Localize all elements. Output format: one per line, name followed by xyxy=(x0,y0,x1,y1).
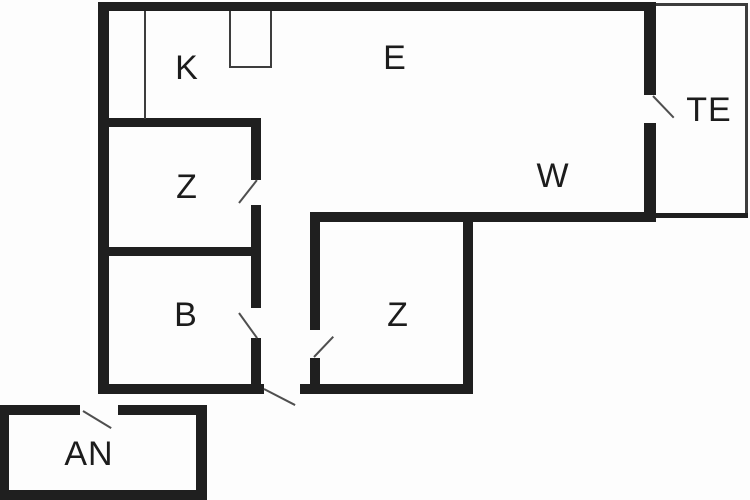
room-label-k: K xyxy=(175,49,199,87)
door-swing-terrace xyxy=(652,95,675,119)
wall-z-b-divider xyxy=(98,247,261,256)
k-partition-line xyxy=(144,11,146,119)
door-swing-an xyxy=(82,410,112,429)
door-swing-entrance xyxy=(263,388,296,406)
wall-z-lower-left-lower xyxy=(310,358,320,394)
room-label-w: W xyxy=(536,157,570,195)
room-label-b: B xyxy=(174,296,198,334)
wall-b-bottom xyxy=(98,384,264,394)
wall-k-z-divider xyxy=(98,118,261,127)
chimney-fixture xyxy=(229,11,272,68)
wall-z-lower-right xyxy=(463,212,473,394)
wall-an-bottom xyxy=(0,490,207,500)
room-label-e: E xyxy=(383,39,407,77)
terrace-outline-top xyxy=(656,3,748,6)
door-swing-z-upper xyxy=(238,179,258,204)
wall-z-lower-bottom xyxy=(300,384,472,394)
wall-z-lower-left-upper xyxy=(310,212,320,330)
room-label-z-lower: Z xyxy=(387,296,409,334)
wall-an-right xyxy=(196,405,207,500)
terrace-outline-right xyxy=(745,3,748,218)
wall-an-left xyxy=(0,405,9,500)
room-label-te: TE xyxy=(686,91,732,129)
door-swing-b xyxy=(238,312,258,339)
wall-main-right-lower xyxy=(644,123,656,222)
wall-corridor-lower xyxy=(251,338,261,394)
wall-corridor-upper xyxy=(251,118,261,180)
wall-corridor-middle xyxy=(251,205,261,308)
wall-an-top-right xyxy=(118,405,207,415)
room-label-z-upper: Z xyxy=(176,168,198,206)
wall-main-left xyxy=(98,2,109,394)
terrace-outline-bottom xyxy=(656,213,748,218)
wall-main-top xyxy=(98,2,656,11)
wall-w-bottom xyxy=(310,212,656,222)
wall-main-right-upper xyxy=(644,2,656,95)
wall-an-top-left xyxy=(0,405,80,415)
door-swing-z-lower xyxy=(313,336,334,358)
room-label-an: AN xyxy=(64,435,114,473)
